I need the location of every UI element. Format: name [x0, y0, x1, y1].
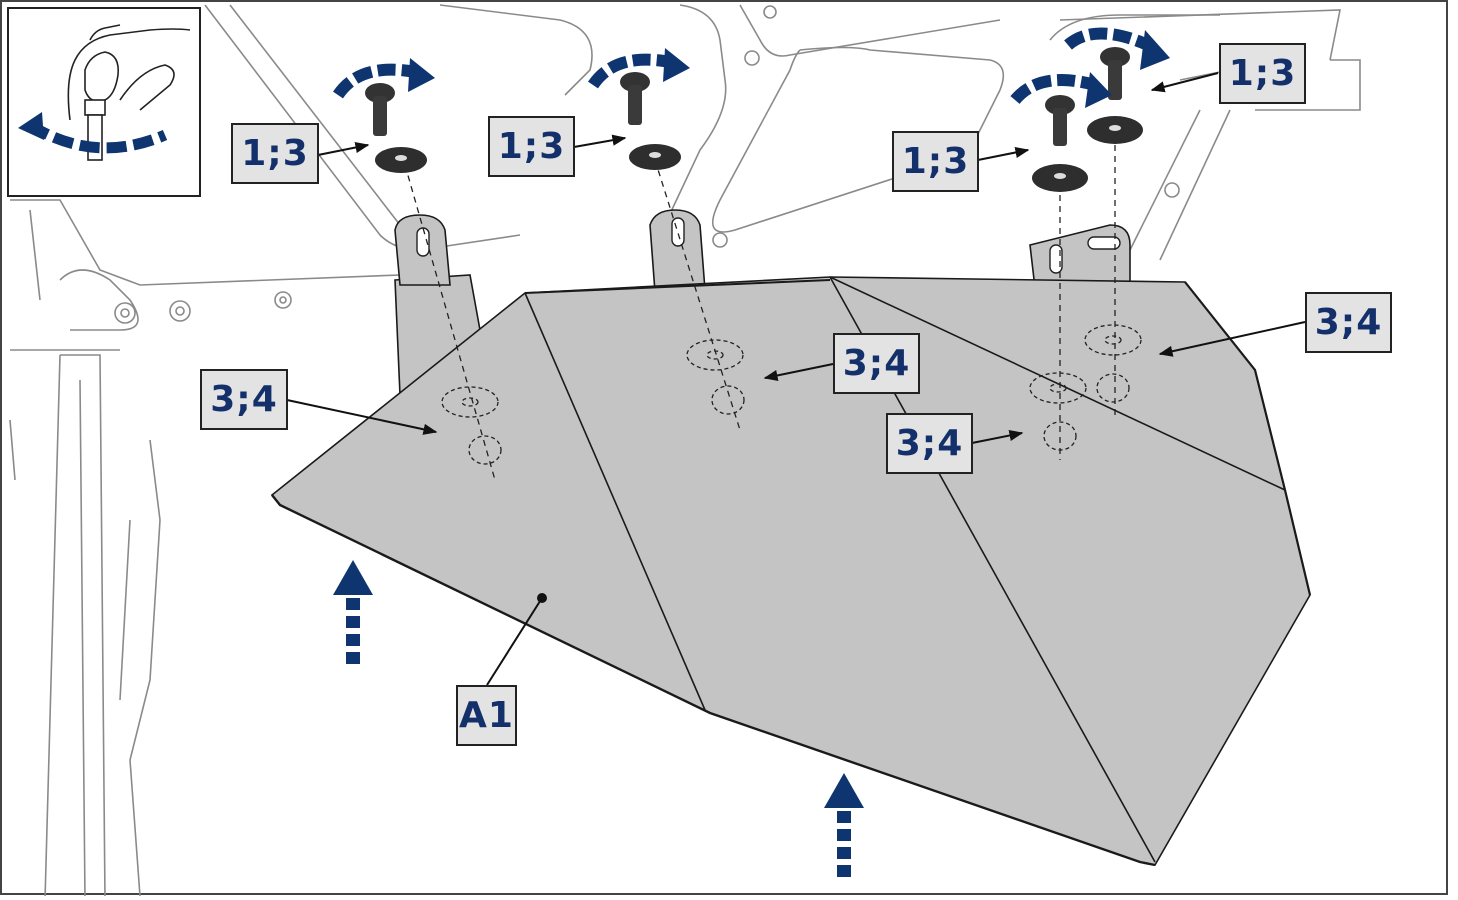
- hidden-nuts: [441, 324, 1142, 465]
- callout-fastener-3: 1;3: [892, 131, 979, 192]
- leader-lines: [286, 72, 1306, 444]
- bolt-4: [1087, 47, 1143, 144]
- bolt-2: [620, 72, 681, 170]
- inset-detail: [7, 7, 201, 197]
- callout-nut-1: 3;4: [200, 369, 288, 430]
- skid-plate-a1: [270, 209, 1312, 867]
- callout-part-a1: A1: [456, 685, 517, 746]
- callout-nut-4: 3;4: [1305, 292, 1392, 353]
- callout-nut-2: 3;4: [833, 333, 920, 394]
- alignment-lines: [404, 145, 1116, 481]
- bolt-1: [365, 83, 427, 173]
- callout-nut-3: 3;4: [886, 413, 973, 474]
- callout-fastener-2: 1;3: [488, 116, 575, 177]
- rotate-arrow-icon: [18, 112, 168, 154]
- bolt-3: [1032, 95, 1088, 192]
- bolts-and-washers: [365, 47, 1143, 192]
- rotate-clockwise-arrow-icons: [333, 27, 1151, 105]
- hand-wrench-icon: [67, 24, 191, 161]
- callout-fastener-4: 1;3: [1219, 43, 1306, 104]
- upward-dashed-arrow-icon: [333, 560, 373, 665]
- rotate-arrow-heads: [408, 30, 1170, 108]
- callout-fastener-1: 1;3: [231, 123, 319, 184]
- part-leader: [486, 593, 547, 686]
- upward-dashed-arrow-icon: [824, 773, 864, 880]
